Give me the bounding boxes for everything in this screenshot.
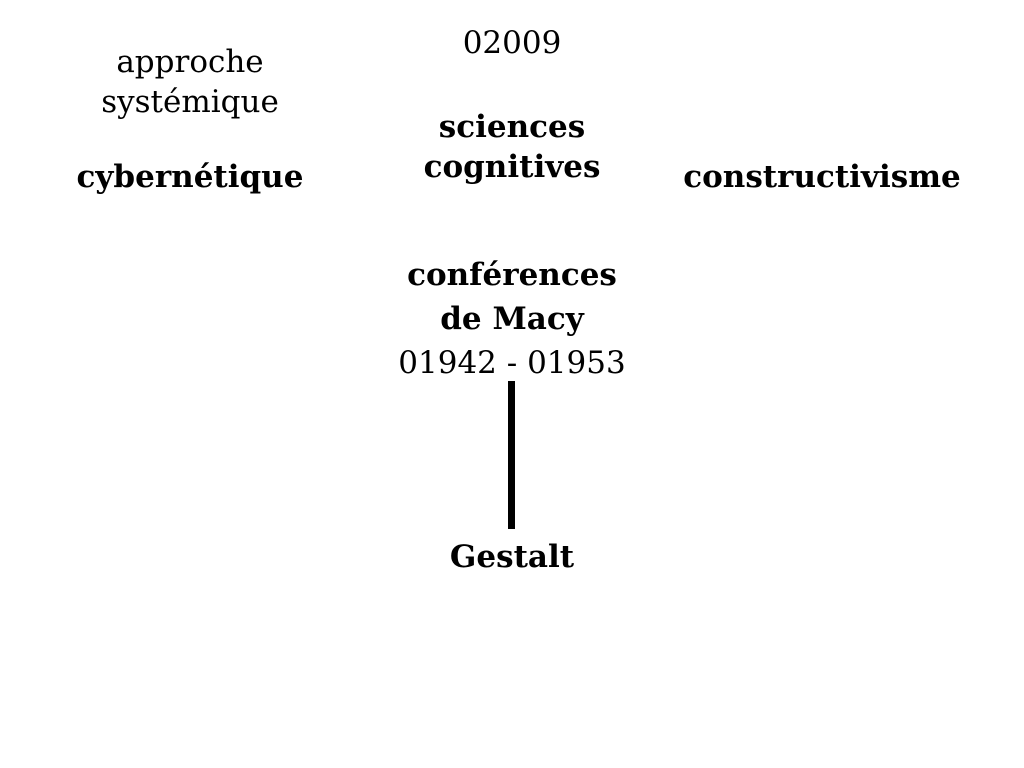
node-cybernetique: cybernétique — [76, 159, 304, 195]
sciences-line-2: cognitives — [423, 149, 601, 185]
sciences-line-1: sciences — [438, 109, 586, 145]
macy-dates: 01942 - 01953 — [398, 345, 626, 381]
macy-line-2: de Macy — [440, 301, 584, 337]
approche-line-1: approche — [116, 44, 264, 80]
node-sciences-cognitives: sciences cognitives — [362, 107, 662, 187]
year-label: 02009 — [462, 25, 562, 61]
node-constructivisme: constructivisme — [683, 159, 961, 195]
approche-line-2: systémique — [101, 84, 279, 120]
macy-line-1: conférences — [407, 257, 617, 293]
node-conferences-de-macy: conférences de Macy 01942 - 01953 — [352, 253, 672, 385]
node-gestalt: Gestalt — [449, 539, 575, 575]
connector-line — [508, 381, 515, 529]
node-approche-systemique: approche systémique — [40, 42, 340, 122]
